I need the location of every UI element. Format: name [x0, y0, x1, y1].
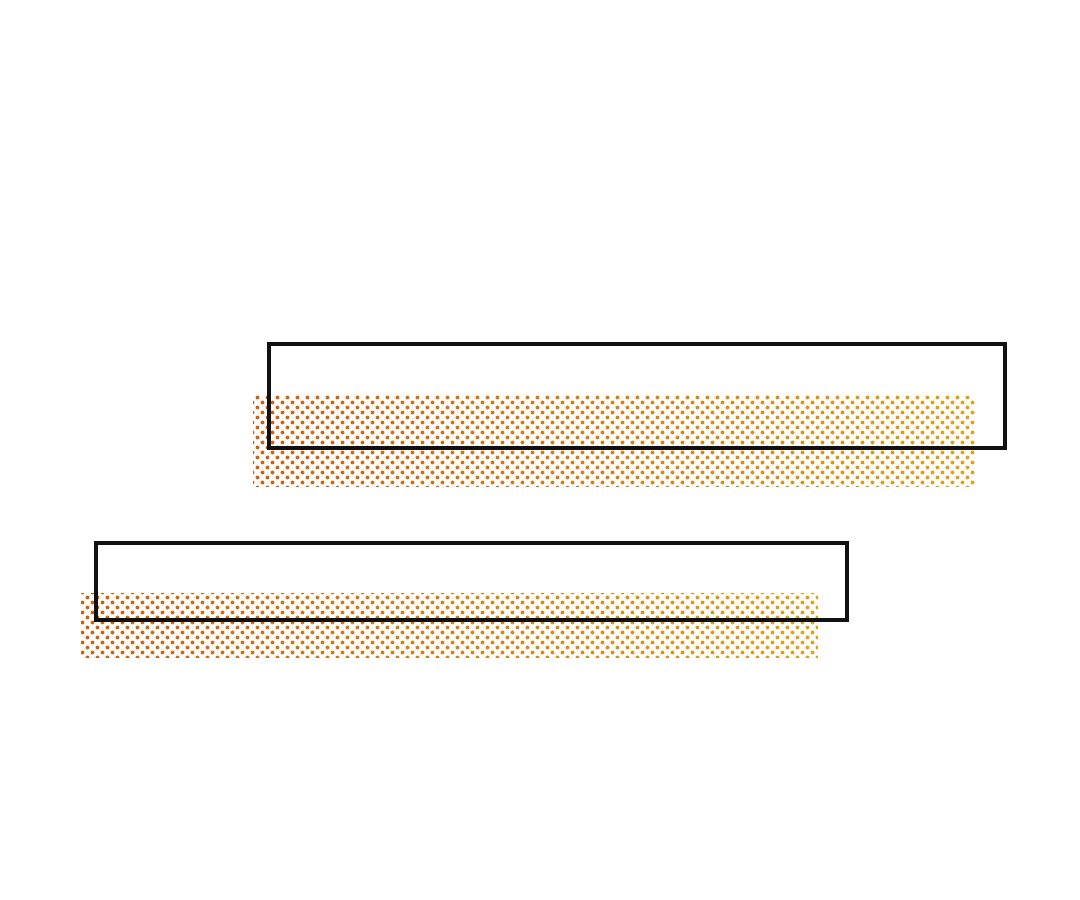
- lower-bar-outline: [94, 541, 849, 622]
- upper-bar-outline: [267, 342, 1007, 450]
- lower-bar-dotted-shadow: [81, 593, 818, 658]
- upper-bar: [253, 342, 1007, 487]
- upper-bar-dotted-shadow: [253, 395, 975, 487]
- lower-bar: [81, 541, 849, 658]
